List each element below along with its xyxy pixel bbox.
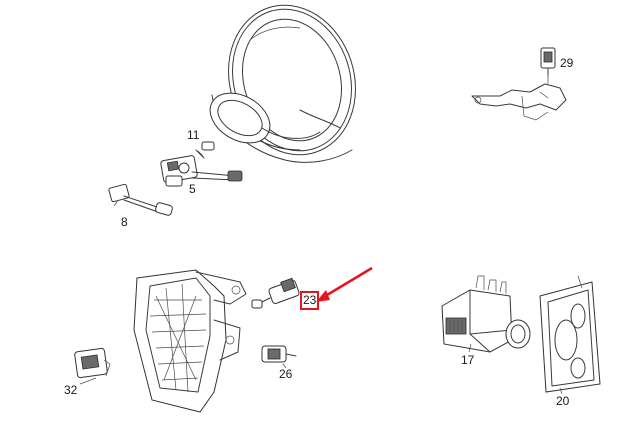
highlight-arrow bbox=[316, 266, 373, 302]
part-17-ignition-block[interactable] bbox=[441, 275, 531, 353]
callout-20: 20 bbox=[556, 394, 570, 408]
callout-11: 11 bbox=[187, 128, 200, 142]
leader-lines bbox=[79, 74, 563, 395]
part-11-screw[interactable] bbox=[195, 141, 215, 159]
callout-8: 8 bbox=[121, 215, 128, 229]
part-32-module[interactable] bbox=[74, 347, 111, 379]
callout-32: 32 bbox=[64, 383, 78, 397]
bracket[interactable] bbox=[471, 83, 567, 121]
part-26-switch[interactable] bbox=[261, 345, 297, 363]
callout-17: 17 bbox=[461, 353, 475, 367]
callout-26: 26 bbox=[279, 367, 293, 381]
part-23-switch[interactable] bbox=[251, 277, 300, 309]
part-8-lever[interactable] bbox=[108, 183, 173, 216]
steering-wheel[interactable] bbox=[201, 0, 374, 171]
part-29-connector[interactable] bbox=[540, 47, 556, 77]
callout-29: 29 bbox=[560, 56, 574, 70]
column-support-bracket[interactable] bbox=[133, 269, 247, 413]
part-20-cover-panel[interactable] bbox=[539, 275, 601, 393]
callout-23-highlight-box bbox=[300, 291, 319, 310]
callout-23: 23 bbox=[303, 293, 317, 307]
part-5-combination-switch[interactable] bbox=[160, 155, 243, 187]
callout-5: 5 bbox=[189, 182, 196, 196]
